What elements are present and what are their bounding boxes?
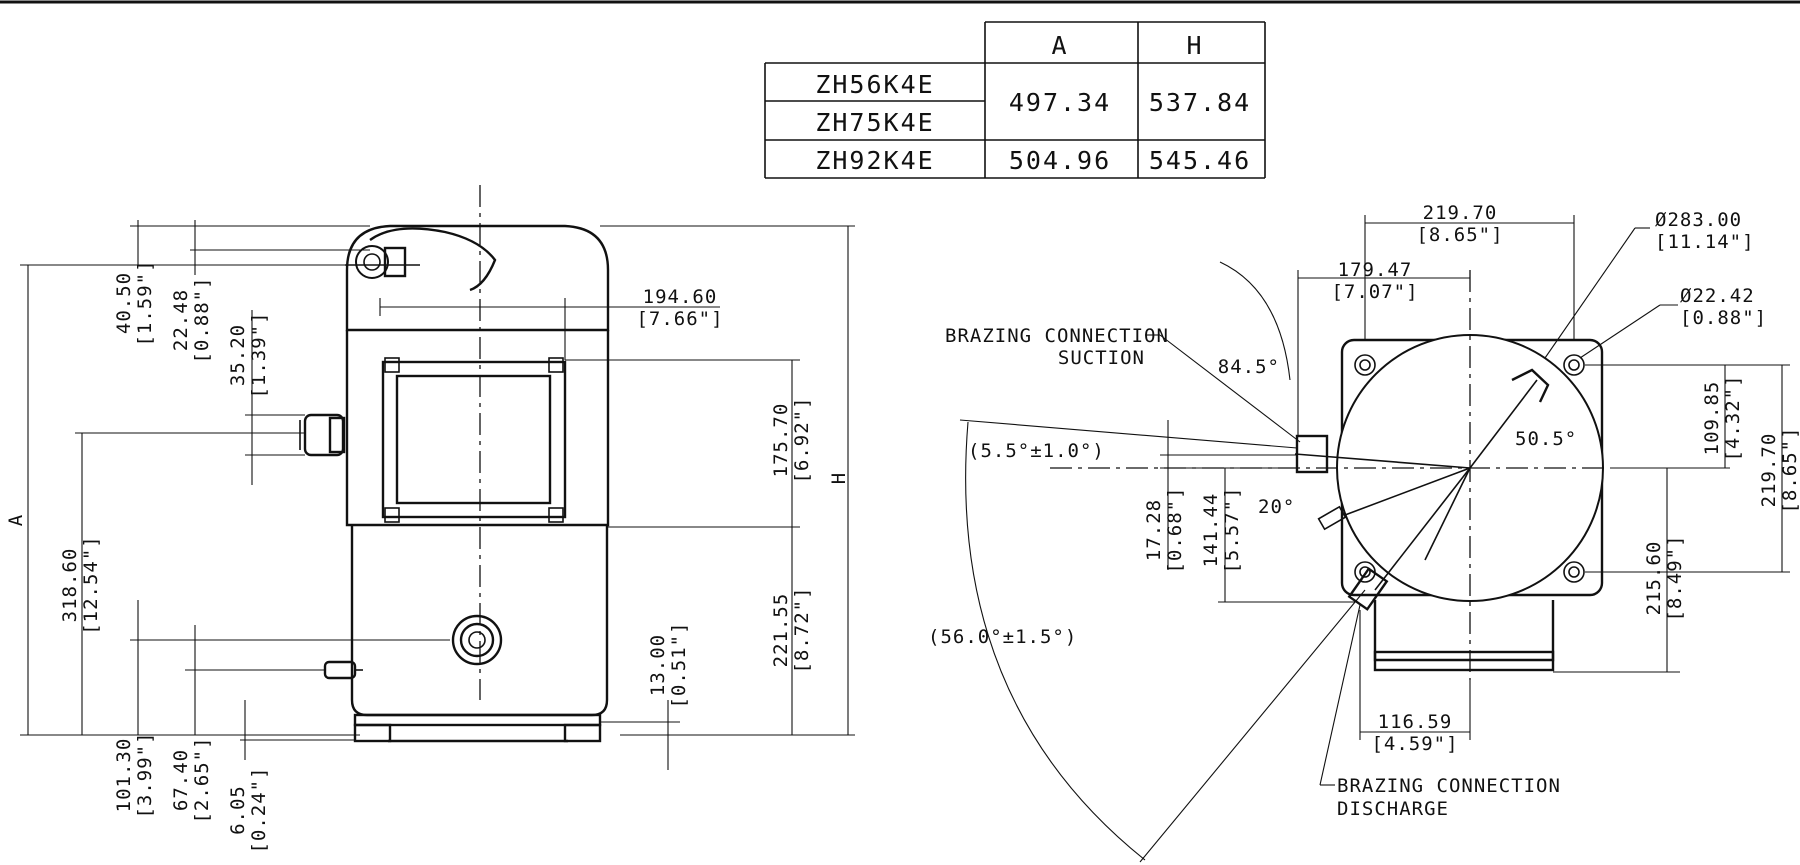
dim-215-60: 215.60 xyxy=(1643,541,1665,616)
dim-221-55: 221.55 xyxy=(770,593,792,668)
table-value-a: 497.34 xyxy=(1009,88,1111,117)
dim-116-59: 116.59 xyxy=(1378,711,1453,733)
dim-35-20: 35.20 xyxy=(227,324,249,386)
table-header-a: A xyxy=(1051,31,1068,60)
dim-219-70-right-in: [8.65"] xyxy=(1779,426,1800,513)
dimension-table: A H ZH56K4E ZH75K4E 497.34 537.84 ZH92K4… xyxy=(764,21,1266,179)
dim-318-60-in: [12.54"] xyxy=(80,535,102,635)
dim-dia-283: Ø283.00 xyxy=(1655,209,1742,231)
dim-109-85: 109.85 xyxy=(1701,381,1723,456)
dim-dia-22: Ø22.42 xyxy=(1680,285,1755,307)
callout-discharge-line1: BRAZING CONNECTION xyxy=(1337,775,1561,797)
dim-141-44-in: [5.57"] xyxy=(1221,486,1243,573)
front-view: A 40.50 [1.59"] 22.48 [0.88"] 35.20 [1.3… xyxy=(5,185,855,854)
callout-discharge-line2: DISCHARGE xyxy=(1337,798,1449,820)
dim-label-h: H xyxy=(828,472,850,484)
dim-6-05: 6.05 xyxy=(227,785,249,835)
dim-194-60-in: [7.66"] xyxy=(636,308,723,330)
dim-35-20-in: [1.39"] xyxy=(248,311,270,398)
dim-22-48-in: [0.88"] xyxy=(191,276,213,363)
dim-40-50: 40.50 xyxy=(113,272,135,334)
table-value-h: 537.84 xyxy=(1149,88,1251,117)
dim-40-50-in: [1.59"] xyxy=(134,259,156,346)
dim-13-00: 13.00 xyxy=(647,634,669,696)
dim-13-00-in: [0.51"] xyxy=(668,621,690,708)
dim-109-85-in: [4.32"] xyxy=(1722,374,1744,461)
dim-67-40-in: [2.65"] xyxy=(191,736,213,823)
dim-221-55-in: [8.72"] xyxy=(791,586,813,673)
dim-101-30-in: [3.99"] xyxy=(134,731,156,818)
dim-116-59-in: [4.59"] xyxy=(1371,733,1458,755)
dim-17-28-in: [0.68"] xyxy=(1164,486,1186,573)
dim-17-28: 17.28 xyxy=(1143,499,1165,561)
callout-suction-line1: BRAZING CONNECTION xyxy=(945,325,1169,347)
dim-179-47: 179.47 xyxy=(1338,259,1413,281)
dim-318-60: 318.60 xyxy=(59,548,81,623)
dim-215-60-in: [8.49"] xyxy=(1664,534,1686,621)
dim-219-70-right: 219.70 xyxy=(1758,433,1780,508)
dim-dia-283-in: [11.14"] xyxy=(1655,231,1755,253)
table-model: ZH75K4E xyxy=(815,108,934,137)
angle-50-5: 50.5° xyxy=(1515,428,1577,450)
dim-6-05-in: [0.24"] xyxy=(248,766,270,853)
angle-84-5: 84.5° xyxy=(1218,356,1280,378)
dim-dia-22-in: [0.88"] xyxy=(1680,307,1767,329)
dim-194-60: 194.60 xyxy=(643,286,718,308)
dim-141-44: 141.44 xyxy=(1200,493,1222,568)
dim-219-70-top-in: [8.65"] xyxy=(1416,224,1503,246)
dim-219-70-top: 219.70 xyxy=(1423,202,1498,224)
table-header-h: H xyxy=(1186,31,1203,60)
dim-label-a: A xyxy=(5,514,27,526)
table-value-h: 545.46 xyxy=(1149,146,1251,175)
dim-175-70: 175.70 xyxy=(770,403,792,478)
angle-5-5: (5.5°±1.0°) xyxy=(968,440,1105,462)
table-model: ZH56K4E xyxy=(815,70,934,99)
dim-175-70-in: [6.92"] xyxy=(791,396,813,483)
dim-22-48: 22.48 xyxy=(170,289,192,351)
callout-suction-line2: SUCTION xyxy=(1058,347,1145,369)
dim-101-30: 101.30 xyxy=(113,738,135,813)
dim-67-40: 67.40 xyxy=(170,749,192,811)
angle-20: 20° xyxy=(1258,496,1295,518)
table-value-a: 504.96 xyxy=(1009,146,1111,175)
dim-179-47-in: [7.07"] xyxy=(1331,281,1418,303)
angle-56: (56.0°±1.5°) xyxy=(928,626,1077,648)
top-view: 219.70 [8.65"] 179.47 [7.07"] Ø283.00 [1… xyxy=(928,202,1800,863)
table-model: ZH92K4E xyxy=(815,146,934,175)
